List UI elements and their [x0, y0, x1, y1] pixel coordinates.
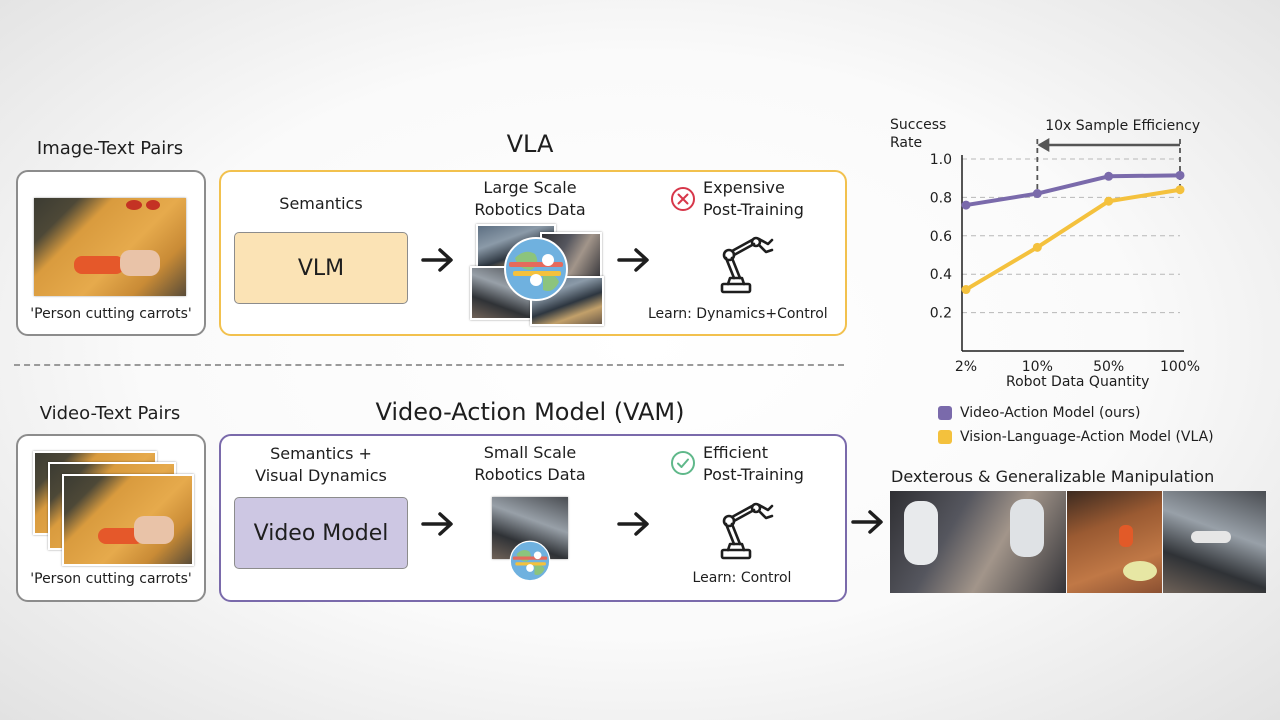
y-tick-label: 0.4: [930, 267, 952, 283]
vla-learn-label: Learn: Dynamics+Control: [648, 306, 828, 322]
vla-input-title: Image-Text Pairs: [36, 138, 184, 159]
vam-post-training-1: Efficient: [703, 443, 769, 462]
legend-label-vam: Video-Action Model (ours): [960, 405, 1141, 421]
vam-title: Video-Action Model (VAM): [375, 398, 685, 426]
x-tick-label: 10%: [1022, 359, 1053, 375]
arrow-right-icon: [851, 510, 883, 534]
data-point-vam: [961, 200, 971, 210]
y-tick-label: 0.6: [930, 229, 952, 245]
vam-input-caption: 'Person cutting carrots': [30, 571, 192, 587]
robot-photo: [890, 491, 1066, 593]
globe-icon: [509, 540, 551, 582]
data-point-vla: [1032, 242, 1042, 252]
check-circle-icon: [671, 451, 695, 475]
chart-ylabel-line2: Rate: [890, 135, 923, 151]
vla-data-label-2: Robotics Data: [474, 200, 586, 219]
annotation-arrow-head: [1037, 138, 1050, 152]
arrow-right-icon: [617, 248, 649, 272]
vlm-label: VLM: [297, 255, 345, 281]
data-point-vla: [961, 285, 971, 295]
carrot-image: [34, 198, 186, 296]
vla-post-training-1: Expensive: [703, 178, 785, 197]
x-circle-icon: [671, 187, 695, 211]
x-tick-label: 2%: [955, 359, 977, 375]
arrow-right-icon: [421, 512, 453, 536]
y-tick-label: 0.2: [930, 306, 952, 322]
vam-post-training-2: Post-Training: [703, 465, 804, 484]
vam-data-label-1: Small Scale: [483, 443, 577, 462]
annotation-label: 10x Sample Efficiency: [1045, 118, 1200, 134]
arrow-right-icon: [617, 512, 649, 536]
arrow-right-icon: [421, 248, 453, 272]
data-point-vam: [1032, 189, 1042, 199]
manipulation-photos: [890, 491, 1266, 593]
legend-label-vla: Vision-Language-Action Model (VLA): [960, 429, 1214, 445]
y-tick-label: 1.0: [930, 152, 952, 168]
data-point-vam: [1175, 170, 1185, 180]
vam-learn-label: Learn: Control: [692, 570, 792, 586]
vla-post-training-2: Post-Training: [703, 200, 804, 219]
vla-semantics-label: Semantics: [279, 194, 363, 213]
outcome-title: Dexterous & Generalizable Manipulation: [891, 467, 1215, 486]
robot-photo: [470, 266, 536, 320]
vla-data-label-1: Large Scale: [483, 178, 577, 197]
vam-input-box: 'Person cutting carrots': [16, 434, 206, 602]
y-tick-label: 0.8: [930, 190, 952, 206]
data-point-vam: [1104, 171, 1114, 181]
video-model-label: Video Model: [253, 520, 389, 546]
chart-ylabel-line1: Success: [890, 117, 947, 133]
vla-input-caption: 'Person cutting carrots': [30, 306, 192, 322]
vam-semantics-label-1: Semantics +: [270, 444, 372, 463]
x-tick-label: 100%: [1160, 359, 1200, 375]
x-tick-label: 50%: [1093, 359, 1124, 375]
series-line-vla: [964, 187, 1181, 292]
section-divider: [14, 364, 844, 366]
vla-input-box: 'Person cutting carrots': [16, 170, 206, 336]
globe-icon: [504, 237, 568, 301]
series-line-vam: [965, 173, 1181, 208]
vam-semantics-label-2: Visual Dynamics: [255, 466, 387, 485]
vam-data-label-2: Robotics Data: [474, 465, 586, 484]
robot-photo: [1163, 491, 1266, 593]
vlm-box: VLM: [234, 232, 408, 304]
legend-swatch-vla: [938, 430, 952, 444]
vla-title: VLA: [506, 130, 554, 158]
robot-photo: [1067, 491, 1162, 593]
data-point-vla: [1104, 196, 1114, 206]
video-model-box: Video Model: [234, 497, 408, 569]
robot-arm-icon: [720, 502, 774, 560]
legend-swatch-vam: [938, 406, 952, 420]
chart-xlabel: Robot Data Quantity: [1006, 374, 1150, 390]
video-frame: [62, 474, 194, 566]
data-point-vla: [1175, 185, 1185, 195]
robot-arm-icon: [720, 236, 774, 294]
vam-input-title: Video-Text Pairs: [39, 403, 181, 424]
